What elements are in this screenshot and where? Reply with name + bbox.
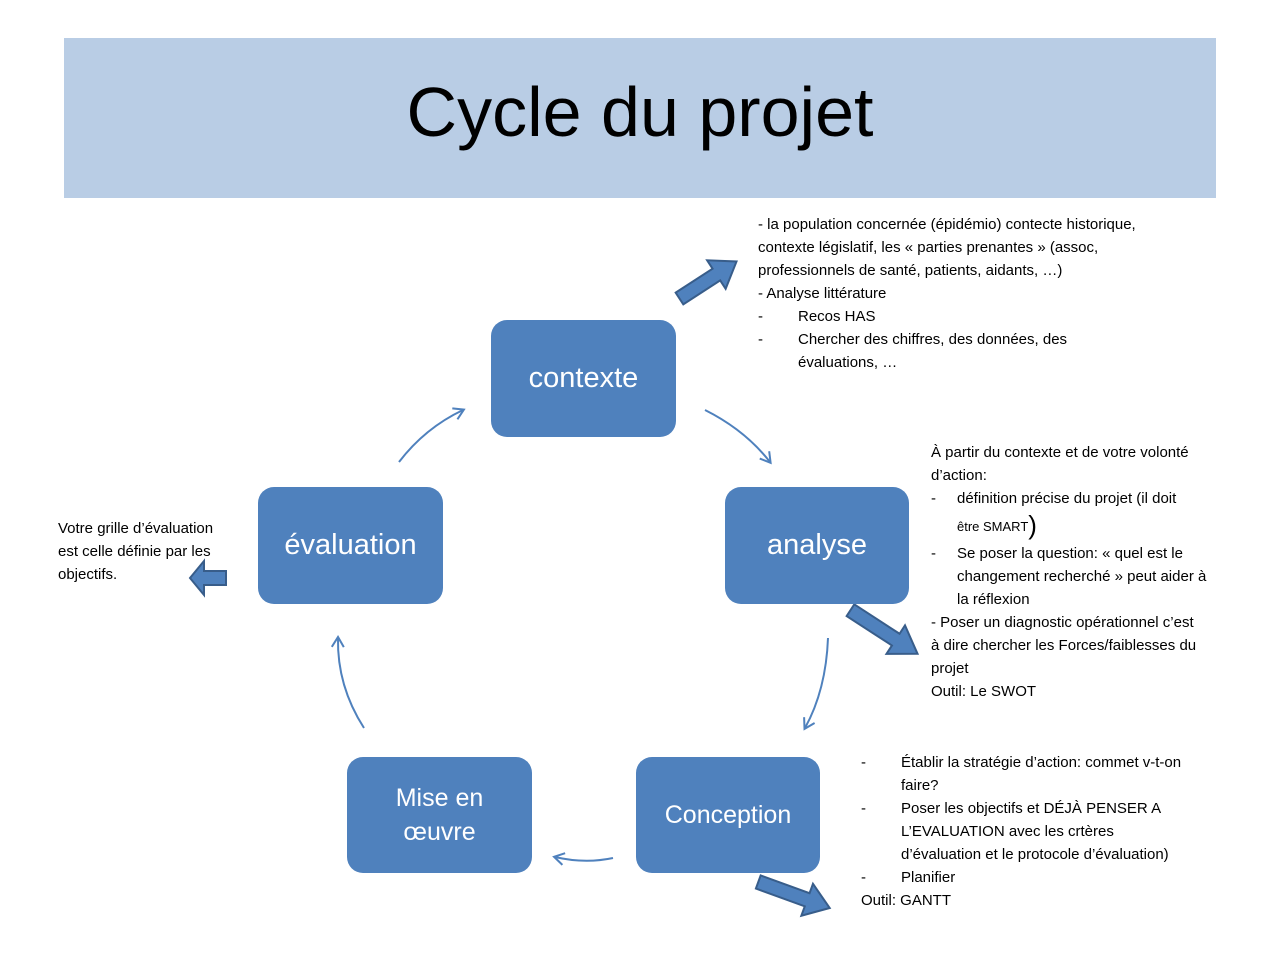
note-evaluation: Votre grille d’évaluation est celle défi… — [58, 520, 214, 583]
note-conception-tool: Outil: GANTT — [861, 892, 952, 909]
note-analyse-after: - Poser un diagnostic opérationnel c’est… — [931, 614, 1197, 677]
note-contexte-line2: - Analyse littérature — [758, 285, 887, 302]
arrow-contexte-to-analyse — [704, 409, 772, 465]
callout-arrow-conception — [754, 874, 832, 918]
arrow-mise-to-evaluation — [330, 635, 365, 729]
callout-arrow-contexte — [674, 259, 738, 306]
arrow-analyse-to-conception — [803, 637, 829, 731]
note-conception: - Établir la stratégie d’action: commet … — [861, 751, 1191, 912]
note-analyse: À partir du contexte et de votre volonté… — [931, 441, 1221, 703]
node-contexte: contexte — [491, 320, 676, 437]
node-mise-en-oeuvre: Mise en œuvre — [347, 757, 532, 873]
note-analyse-intro: À partir du contexte et de votre volonté… — [931, 444, 1189, 484]
note-conception-bullet: - Planifier — [861, 869, 956, 886]
note-conception-bullet: - Poser les objectifs et DÉJÀ PENSER A L… — [861, 800, 1169, 863]
note-analyse-tool: Outil: Le SWOT — [931, 683, 1037, 700]
note-analyse-bullet: - Se poser la question: « quel est le ch… — [931, 545, 1207, 608]
arrow-evaluation-to-contexte — [398, 407, 466, 463]
note-conception-bullet: - Établir la stratégie d’action: commet … — [861, 754, 1182, 794]
note-contexte-bullet: - Recos HAS — [758, 308, 876, 325]
page-title: Cycle du projet — [406, 73, 874, 151]
note-contexte-intro: - la population concernée (épidémio) con… — [758, 216, 1136, 279]
callout-arrow-evaluation — [188, 558, 227, 598]
note-contexte-bullet: - Chercher des chiffres, des données, de… — [758, 331, 1068, 371]
node-conception: Conception — [636, 757, 820, 873]
node-evaluation: évaluation — [258, 487, 443, 604]
title-band — [64, 38, 1216, 198]
node-analyse: analyse — [725, 487, 909, 604]
callout-arrow-analyse — [845, 602, 920, 655]
note-contexte: - la population concernée (épidémio) con… — [758, 213, 1148, 374]
arrow-conception-to-mise — [552, 852, 614, 866]
note-analyse-bullet: - définition précise du projet (il doit … — [931, 490, 1177, 540]
